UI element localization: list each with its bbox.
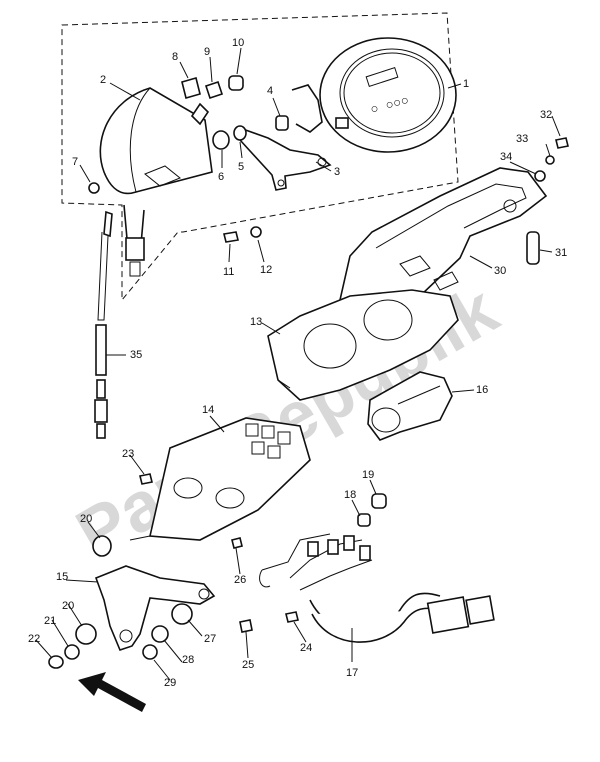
- speedometer-gauge: ○ ○○○: [319, 37, 457, 153]
- assembly-outline: [61, 12, 459, 302]
- callout-24: 24: [300, 642, 312, 654]
- wire-harness: [259, 493, 495, 643]
- screw-set: [139, 473, 299, 633]
- mounting-bracket: [239, 84, 332, 191]
- meter-housing: [99, 87, 213, 277]
- callout-25: 25: [242, 659, 254, 671]
- callout-2: 2: [100, 74, 106, 86]
- callout-34: 34: [500, 151, 512, 163]
- callout-14: 14: [202, 404, 214, 416]
- bulb-set: [88, 75, 289, 194]
- callout-29: 29: [164, 677, 176, 689]
- callout-3: 3: [334, 166, 340, 178]
- callout-28: 28: [182, 654, 194, 666]
- lower-bracket: [94, 565, 216, 651]
- callout-9: 9: [204, 46, 210, 58]
- callout-15: 15: [56, 571, 68, 583]
- circuit-board: [129, 417, 311, 541]
- callout-6: 6: [218, 171, 224, 183]
- direction-arrow: [78, 672, 146, 712]
- callout-22: 22: [28, 633, 40, 645]
- callout-19: 19: [362, 469, 374, 481]
- upper-cover: [338, 167, 548, 301]
- callout-8: 8: [172, 51, 178, 63]
- top-fasteners: [534, 137, 569, 182]
- meter-case: [267, 289, 459, 401]
- callout-26: 26: [234, 574, 246, 586]
- callout-17: 17: [346, 667, 358, 679]
- callout-21: 21: [44, 615, 56, 627]
- callout-13: 13: [250, 316, 262, 328]
- callout-11: 11: [223, 266, 234, 278]
- callout-7: 7: [72, 156, 78, 168]
- callout-30: 30: [494, 265, 506, 277]
- callout-10: 10: [232, 37, 244, 49]
- callout-27: 27: [204, 633, 216, 645]
- callout-labels: 1 2 3 4 5 6 7 8 9 10 11 12 13 14 15 16 1…: [28, 37, 567, 689]
- callout-12: 12: [260, 264, 272, 276]
- callout-20-lower: 20: [62, 600, 74, 612]
- grommet-set: [48, 535, 193, 669]
- callout-1: 1: [463, 78, 469, 90]
- leader-lines: [35, 47, 561, 681]
- callout-5: 5: [238, 161, 244, 173]
- callout-32: 32: [540, 109, 552, 121]
- callout-20: 20: [80, 513, 92, 525]
- callout-23: 23: [122, 448, 134, 460]
- speedometer-cable: [94, 210, 113, 439]
- screw-and-nut: [223, 226, 262, 243]
- callout-4: 4: [267, 85, 273, 97]
- callout-18: 18: [344, 489, 356, 501]
- callout-31: 31: [555, 247, 567, 259]
- callout-33: 33: [516, 133, 528, 145]
- callout-16: 16: [476, 384, 488, 396]
- callout-35: 35: [130, 349, 142, 361]
- lens-rod: [526, 231, 540, 265]
- face-plate: [367, 371, 453, 441]
